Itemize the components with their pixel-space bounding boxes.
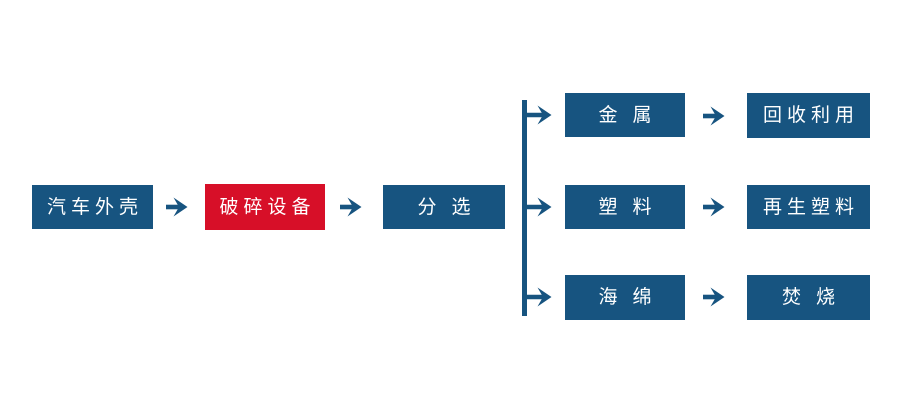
node-car-shell-label: 汽车外壳 [46, 195, 143, 218]
node-incineration-label: 焚烧 [781, 286, 850, 308]
node-car-shell: 汽车外壳 [32, 185, 153, 229]
node-plastic: 塑料 [565, 185, 685, 229]
node-recycled-plastic-label: 再生塑料 [762, 195, 859, 218]
node-sponge-label: 海绵 [598, 286, 667, 308]
node-plastic-label: 塑料 [598, 195, 667, 218]
arrow-right-icon [703, 106, 725, 126]
node-metal: 金属 [565, 93, 685, 137]
node-sponge: 海绵 [565, 275, 685, 320]
node-sorting-label: 分选 [417, 195, 486, 218]
node-recycled-plastic: 再生塑料 [747, 185, 870, 229]
arrow-right-icon [703, 197, 725, 217]
arrow-right-icon [340, 197, 362, 217]
branch-arrow-icon [524, 197, 552, 217]
node-metal-label: 金属 [598, 103, 667, 126]
node-crushing-equipment: 破碎设备 [205, 184, 325, 230]
node-incineration: 焚烧 [747, 275, 870, 320]
node-recycle-reuse: 回收利用 [747, 93, 870, 138]
branch-arrow-icon [524, 287, 552, 307]
arrow-right-icon [703, 287, 725, 307]
branch-arrow-icon [524, 105, 552, 125]
node-sorting: 分选 [383, 185, 505, 229]
arrow-right-icon [166, 197, 188, 217]
node-recycle-reuse-label: 回收利用 [762, 104, 859, 126]
node-crushing-equipment-label: 破碎设备 [219, 195, 316, 218]
